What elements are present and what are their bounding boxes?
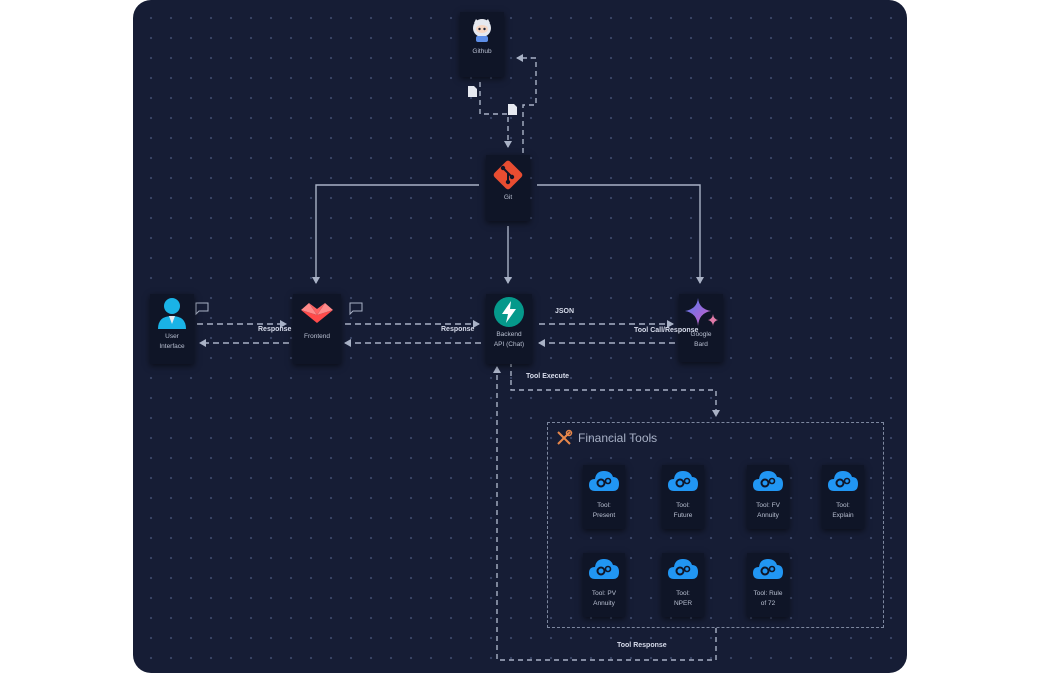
edge-tools-to-backend	[493, 366, 717, 661]
chat-bubble-icon	[195, 302, 363, 316]
tool-label: Tool: Explain	[832, 502, 854, 519]
edge-git-to-github	[516, 54, 537, 153]
edge-git-to-bard	[537, 184, 704, 284]
tool-label: Tool: Rule of 72	[753, 590, 783, 607]
document-icon	[468, 86, 517, 115]
tool-label: Tool: Future	[673, 502, 693, 519]
edge-label-tool-call-response: Tool Call/Response	[634, 327, 699, 334]
github-node[interactable]: Github	[460, 12, 504, 77]
git-label: Git	[503, 194, 513, 201]
gear-cloud-icon	[668, 471, 698, 491]
backend-label: Backend API (Chat)	[493, 331, 525, 348]
git-node[interactable]: Git	[486, 155, 530, 221]
gear-cloud-icon	[589, 471, 619, 491]
google-bard-label: Google Bard	[690, 331, 712, 348]
edge-label-response-mid: Response	[441, 326, 475, 333]
gear-cloud-icon	[753, 471, 783, 491]
gear-cloud-icon	[589, 559, 619, 579]
github-label: Github	[472, 48, 492, 55]
tool-rule-of-72-node[interactable]: Tool: Rule of 72	[747, 553, 789, 617]
tool-explain-node[interactable]: Tool: Explain	[822, 465, 864, 529]
tool-pv-annuity-node[interactable]: Tool: PV Annuity	[583, 553, 625, 617]
tool-label: Tool: Present	[592, 502, 616, 519]
tool-nper-node[interactable]: Tool: NPER	[662, 553, 704, 617]
gear-cloud-icon	[828, 471, 858, 491]
user-icon	[158, 298, 186, 329]
bard-sparkle-icon	[685, 298, 718, 326]
edge-label-tool-response: Tool Response	[617, 642, 667, 649]
fastapi-bolt-icon	[494, 297, 524, 327]
tool-present-node[interactable]: Tool: Present	[583, 465, 625, 529]
edge-label-response-left: Response	[258, 326, 292, 333]
streamlit-icon	[301, 303, 333, 323]
tool-future-node[interactable]: Tool: Future	[662, 465, 704, 529]
diagram-canvas: Github Git User Interface Frontend	[133, 0, 907, 673]
user-interface-node[interactable]: User Interface	[150, 294, 194, 364]
tool-label: Tool: PV Annuity	[591, 590, 617, 607]
tool-fv-annuity-node[interactable]: Tool: FV Annuity	[747, 465, 789, 529]
wrench-screwdriver-icon	[557, 429, 573, 445]
github-octocat-icon	[473, 19, 491, 42]
financial-tools-group[interactable]	[547, 422, 884, 628]
financial-tools-title: Financial Tools	[578, 431, 658, 445]
google-bard-node[interactable]: Google Bard	[679, 294, 723, 362]
backend-node[interactable]: Backend API (Chat)	[486, 294, 532, 364]
edge-backend-to-tools	[510, 362, 720, 417]
edge-label-json: JSON	[555, 308, 575, 315]
tool-label: Tool: NPER	[673, 590, 693, 607]
frontend-label: Frontend	[303, 333, 331, 340]
frontend-node[interactable]: Frontend	[293, 294, 341, 364]
gear-cloud-icon	[668, 559, 698, 579]
git-icon	[493, 160, 523, 190]
edge-label-tool-execute: Tool Execute	[526, 373, 570, 380]
connections	[195, 54, 720, 661]
edge-github-to-git	[479, 82, 512, 148]
edge-git-to-frontend	[312, 184, 479, 284]
gear-cloud-icon	[753, 559, 783, 579]
tool-label: Tool: FV Annuity	[756, 502, 780, 519]
user-interface-label: User Interface	[159, 333, 185, 350]
